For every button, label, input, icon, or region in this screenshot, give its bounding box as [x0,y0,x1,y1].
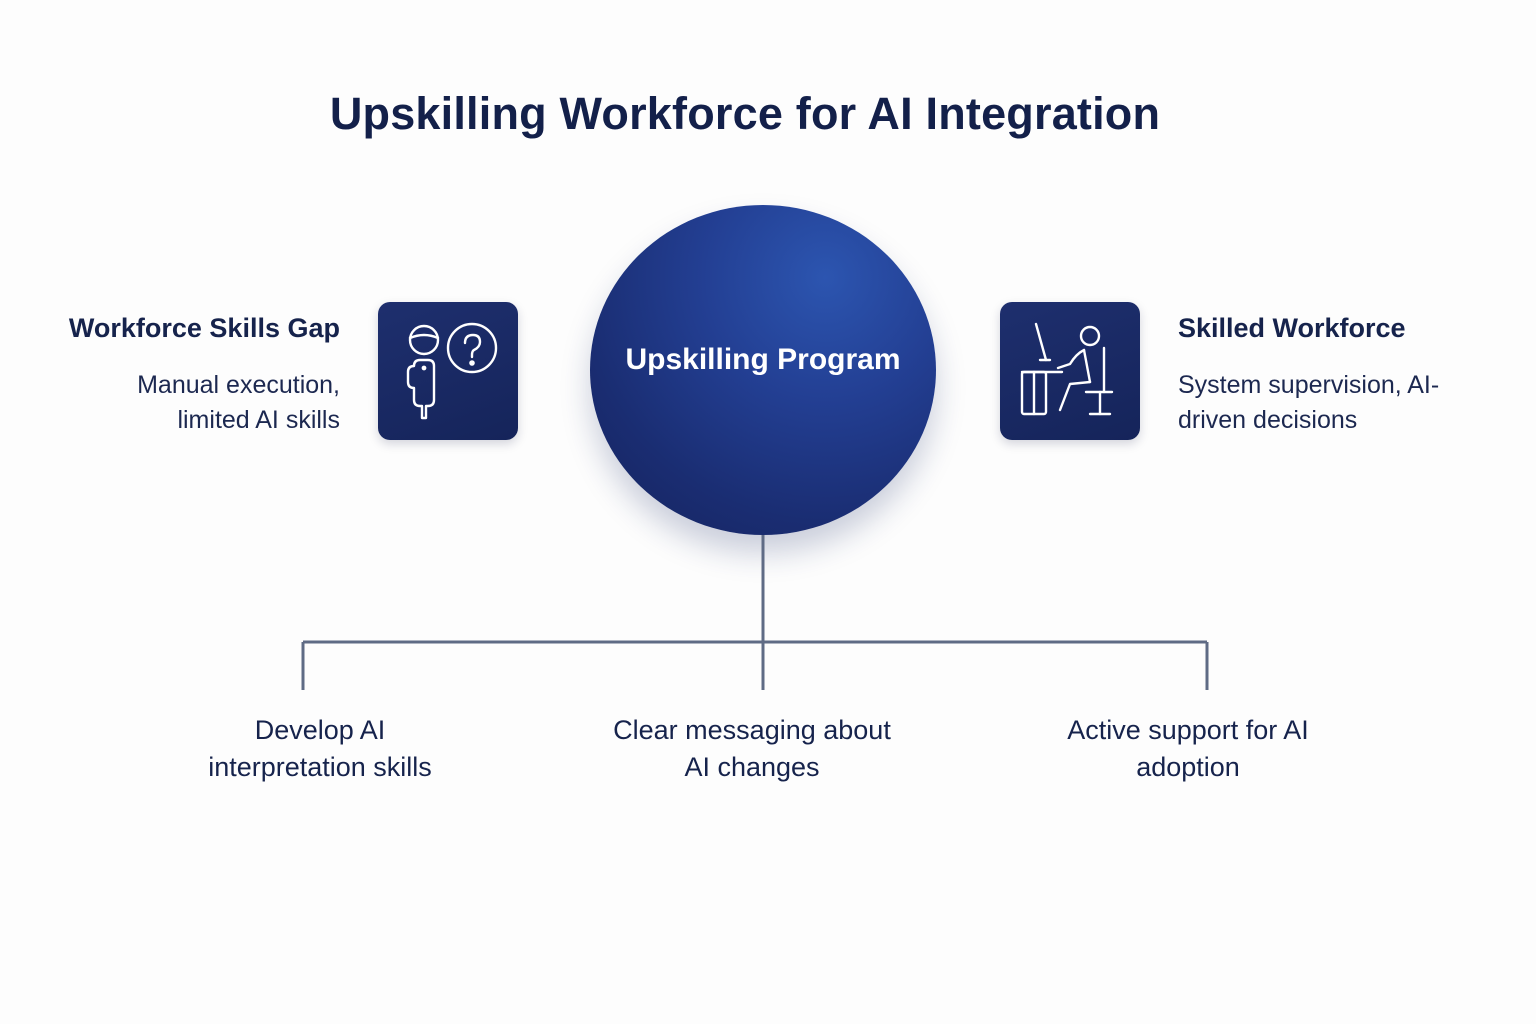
branch-active-support: Active support for AI adoption [1008,712,1368,786]
diagram-title: Upskilling Workforce for AI Integration [329,88,1161,139]
skilled-workforce-icon-tile [1000,302,1140,440]
person-question-icon [406,322,498,420]
hub-label: Upskilling Program [625,343,901,376]
skills-gap-block: Workforce Skills Gap Manual execution, l… [40,310,340,438]
branch-clear-messaging: Clear messaging about AI changes [572,712,932,786]
skilled-workforce-heading: Skilled Workforce [1178,313,1406,343]
branch-develop-ai-skills: Develop AI interpretation skills [140,712,500,786]
skilled-workforce-description-line-1: System supervision, AI- [1178,371,1440,399]
branch-2-line-2: AI changes [684,752,820,782]
branch-2-line-1: Clear messaging about [613,715,891,745]
branch-1-line-1: Develop AI [254,715,386,745]
skills-gap-description: Manual execution, limited AI skills [40,368,340,438]
branch-3-line-2: adoption [1136,752,1240,782]
branch-1-line-2: interpretation skills [208,752,432,782]
person-at-computer-icon [1020,322,1114,416]
skills-gap-heading: Workforce Skills Gap [68,313,340,343]
skills-gap-description-line-1: Manual execution, [137,371,340,399]
skilled-workforce-description-line-2: driven decisions [1178,406,1358,434]
skilled-workforce-description: System supervision, AI- driven decisions [1178,368,1498,438]
branch-3-line-1: Active support for AI [1067,715,1309,745]
skills-gap-description-line-2: limited AI skills [177,406,340,434]
upskilling-program-hub: Upskilling Program [590,205,936,535]
skilled-workforce-block: Skilled Workforce System supervision, AI… [1178,310,1498,438]
skills-gap-icon-tile [378,302,518,440]
